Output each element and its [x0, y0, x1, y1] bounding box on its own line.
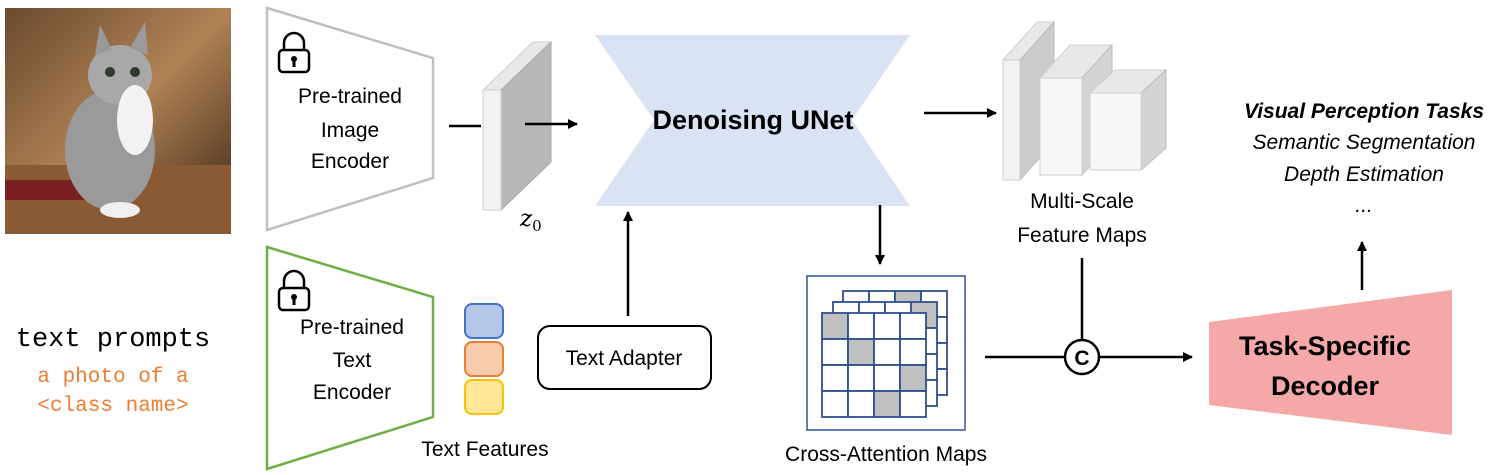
- task-ellipsis: ...: [1355, 194, 1373, 217]
- denoising-unet: Denoising UNet: [595, 35, 910, 206]
- cross-attention-label: Cross-Attention Maps: [785, 443, 987, 466]
- text-prompt-line-1: a photo of a: [37, 366, 188, 389]
- text-feature-orange: [464, 341, 504, 377]
- tasks-heading: Visual Perception Tasks: [1244, 100, 1484, 123]
- latent-label: z0: [519, 206, 542, 235]
- feature-maps-label-2: Feature Maps: [1017, 224, 1147, 247]
- task-specific-decoder: Task-Specific Decoder: [1209, 290, 1452, 435]
- lock-icon: [277, 31, 311, 74]
- text-encoder-label-2: Text: [333, 349, 372, 372]
- attention-cell: [821, 338, 849, 366]
- task-depth-estimation: Depth Estimation: [1284, 163, 1444, 186]
- attention-cell: [847, 338, 875, 366]
- attention-grids: [821, 290, 948, 418]
- text-features: Text Features: [421, 303, 549, 461]
- text-prompt-line-2: <class name>: [37, 395, 188, 418]
- image-encoder-label-3: Encoder: [311, 150, 389, 173]
- text-features-label: Text Features: [421, 438, 548, 461]
- multi-scale-feature-maps: Multi-Scale Feature Maps: [1001, 20, 1168, 247]
- attention-cell: [873, 390, 901, 418]
- latent-z0: z0: [481, 40, 553, 235]
- attention-cell: [899, 312, 927, 340]
- image-encoder-label-1: Pre-trained: [298, 85, 402, 108]
- text-encoder-label-1: Pre-trained: [300, 316, 404, 339]
- text-prompts: text prompts a photo of a <class name>: [16, 325, 210, 418]
- task-semantic-segmentation: Semantic Segmentation: [1253, 131, 1476, 154]
- text-adapter: Text Adapter: [537, 325, 712, 390]
- cross-attention-maps: Cross-Attention Maps: [785, 275, 987, 466]
- attention-cell: [821, 312, 849, 340]
- attention-cell: [873, 338, 901, 366]
- decoder-shape: [1209, 290, 1452, 435]
- text-encoder: Pre-trained Text Encoder: [265, 245, 435, 471]
- attention-cell: [899, 338, 927, 366]
- concat-node: C: [1063, 338, 1101, 376]
- text-feature-yellow: [464, 379, 504, 415]
- attention-cell: [899, 364, 927, 392]
- attention-cell: [821, 390, 849, 418]
- lock-icon: [277, 269, 311, 312]
- attention-cell: [873, 364, 901, 392]
- text-prompts-title: text prompts: [16, 325, 210, 355]
- attention-cell: [899, 390, 927, 418]
- visual-perception-tasks: Visual Perception Tasks Semantic Segment…: [1244, 100, 1484, 217]
- text-encoder-label-3: Encoder: [313, 381, 391, 404]
- image-encoder: Pre-trained Image Encoder: [265, 6, 435, 232]
- attention-cell: [873, 312, 901, 340]
- image-encoder-label-2: Image: [321, 119, 379, 142]
- concat-symbol: C: [1074, 347, 1089, 370]
- text-feature-blue: [464, 303, 504, 339]
- attention-cell: [821, 364, 849, 392]
- attention-grid-3: [821, 312, 927, 418]
- attention-cell: [847, 312, 875, 340]
- decoder-label-1: Task-Specific: [1239, 331, 1411, 361]
- attention-cell: [847, 364, 875, 392]
- text-adapter-label: Text Adapter: [566, 347, 683, 370]
- decoder-label-2: Decoder: [1271, 371, 1380, 401]
- unet-shape: [595, 35, 910, 206]
- attention-cell: [847, 390, 875, 418]
- unet-label: Denoising UNet: [652, 105, 853, 135]
- input-cat-image: [5, 8, 231, 234]
- feature-maps-label-1: Multi-Scale: [1030, 190, 1134, 213]
